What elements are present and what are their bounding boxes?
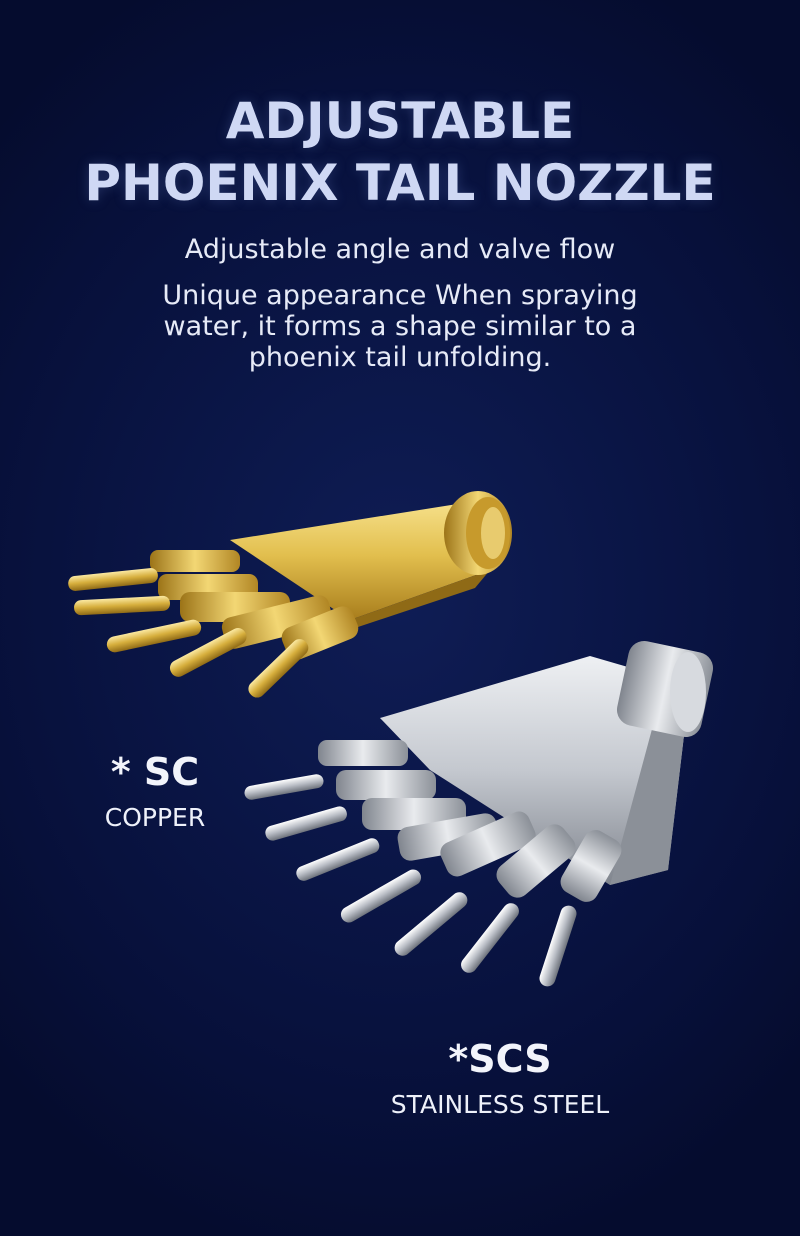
steel-jet-7 <box>539 830 622 987</box>
copper-label: * SC COPPER <box>55 750 255 834</box>
product-illustration <box>68 491 714 987</box>
subtitle: Adjustable angle and valve flow <box>184 234 616 265</box>
title-line-1: ADJUSTABLE <box>225 92 575 150</box>
copper-code: * SC <box>110 750 200 794</box>
copper-jet-5 <box>248 606 359 698</box>
steel-jet-1 <box>244 740 408 800</box>
steel-nozzle <box>244 640 714 987</box>
header: ADJUSTABLE PHOENIX TAIL NOZZLE Adjustabl… <box>0 90 800 373</box>
steel-jet-2 <box>265 770 436 841</box>
steel-material: STAINLESS STEEL <box>390 1090 610 1119</box>
copper-material: COPPER <box>104 803 206 832</box>
steel-jet-5 <box>394 811 536 956</box>
steel-code: *SCS <box>448 1037 552 1081</box>
description: Unique appearance When spraying water, i… <box>162 280 638 373</box>
steel-jet-6 <box>461 824 576 973</box>
page-title: ADJUSTABLE PHOENIX TAIL NOZZLE <box>0 90 800 214</box>
copper-jet-1 <box>68 550 240 591</box>
title-line-2: PHOENIX TAIL NOZZLE <box>84 154 716 212</box>
copper-jet-4 <box>169 595 333 677</box>
copper-nozzle <box>68 491 512 698</box>
steel-label: *SCS STAINLESS STEEL <box>360 1037 640 1121</box>
